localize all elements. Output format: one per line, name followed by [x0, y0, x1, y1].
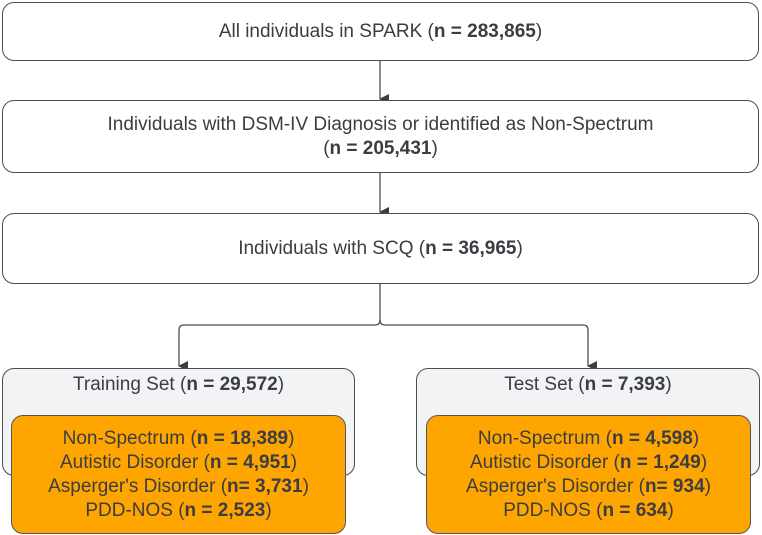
node-label: Test Set [504, 374, 573, 395]
arrow-scq-to-training [178, 284, 381, 371]
group-label: Autistic Disorder [469, 451, 609, 473]
group-autistic: Autistic Disorder (n = 1,249) [469, 451, 708, 473]
group-count: n = 18,389 [196, 427, 289, 449]
training-groups: Non-Spectrum (n = 18,389) Autistic Disor… [11, 415, 346, 534]
group-count: n = 4,598 [611, 427, 693, 449]
node-label: All individuals in SPARK [218, 20, 423, 42]
group-count: n = 2,523 [184, 499, 266, 521]
node-dsm-diagnosis: Individuals with DSM-IV Diagnosis or ide… [2, 100, 759, 173]
node-count: n = 7,393 [584, 374, 666, 395]
node-count: n = 29,572 [186, 374, 278, 395]
group-autistic: Autistic Disorder (n = 4,951) [59, 451, 298, 473]
node-label: Training Set [72, 374, 175, 395]
group-count: n = 4,951 [209, 451, 291, 473]
node-count: n = 36,965 [425, 237, 517, 259]
group-label: Asperger's Disorder [466, 475, 634, 497]
group-label: Autistic Disorder [59, 451, 199, 473]
group-label: Asperger's Disorder [48, 475, 216, 497]
group-asperger: Asperger's Disorder (n= 934) [466, 475, 711, 497]
node-label: Individuals with SCQ [238, 237, 414, 259]
node-label: Individuals with DSM-IV Diagnosis or ide… [107, 113, 654, 135]
arrow-scq-to-test [379, 319, 597, 371]
group-non-spectrum: Non-Spectrum (n = 4,598) [477, 427, 700, 449]
test-groups: Non-Spectrum (n = 4,598) Autistic Disord… [426, 415, 751, 534]
node-all-individuals: All individuals in SPARK (n = 283,865) [2, 2, 759, 61]
group-asperger: Asperger's Disorder (n= 3,731) [48, 475, 309, 497]
group-count: n= 3,731 [227, 475, 303, 497]
node-scq: Individuals with SCQ (n = 36,965) [2, 213, 759, 284]
group-count: n = 634 [602, 499, 668, 521]
group-count: n = 1,249 [619, 451, 701, 473]
node-count: n = 283,865 [433, 20, 536, 42]
group-pdd-nos: PDD-NOS (n = 634) [503, 499, 674, 521]
group-label: Non-Spectrum [62, 427, 186, 449]
group-label: PDD-NOS [503, 499, 591, 521]
node-count: n = 205,431 [329, 137, 432, 159]
group-label: Non-Spectrum [477, 427, 601, 449]
group-label: PDD-NOS [85, 499, 173, 521]
group-non-spectrum: Non-Spectrum (n = 18,389) [62, 427, 295, 449]
group-pdd-nos: PDD-NOS (n = 2,523) [85, 499, 272, 521]
group-count: n= 934 [644, 475, 705, 497]
